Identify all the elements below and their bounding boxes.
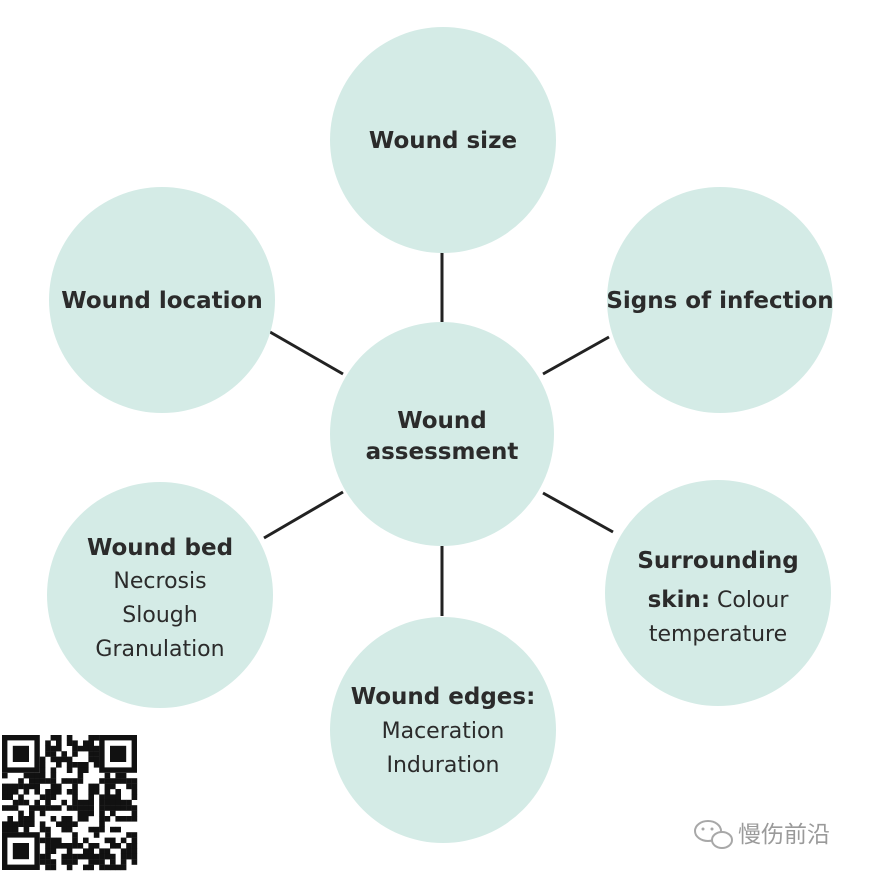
node-surrounding-skin [605,480,831,706]
wound-size-label: Wound size [369,128,517,154]
node-wound-size [330,27,556,253]
center-label-line1: Wound [397,408,487,434]
node-signs-of-infection [607,187,833,413]
node-wound-bed [47,482,273,708]
connectors [263,252,614,616]
signs-of-infection-label: Signs of infection [606,288,833,314]
wechat-icon [694,820,733,849]
wound-location-label: Wound location [61,288,262,314]
qr-code-icon [2,735,138,871]
center-label-line2: assessment [366,439,519,465]
wound-edges-title: Wound edges: [351,684,536,710]
connector-location [269,330,344,376]
wound-edges-line-maceration: Maceration [382,719,505,744]
surrounding-skin-line3: temperature [649,622,787,647]
watermark: 慢伤前沿 [694,820,830,849]
surrounding-skin-line2: skin: Colour [648,587,790,613]
wound-bed-line-granulation: Granulation [95,637,224,662]
surrounding-skin-colour: Colour [710,588,789,613]
wound-edges-line-induration: Induration [386,753,499,778]
node-center [330,322,554,546]
surrounding-skin-line1: Surrounding [637,548,798,574]
connector-infection [542,335,610,376]
surrounding-skin-bold: skin: [648,587,710,613]
wound-bed-line-necrosis: Necrosis [113,569,206,594]
wound-bed-line-slough: Slough [122,603,197,628]
wound-bed-title: Wound bed [87,535,233,561]
connector-bed [263,490,344,540]
node-wound-edges [330,617,556,843]
circles [47,27,833,843]
watermark-text: 慢伤前沿 [738,822,830,848]
connector-skin [542,491,614,534]
node-wound-location [49,187,275,413]
